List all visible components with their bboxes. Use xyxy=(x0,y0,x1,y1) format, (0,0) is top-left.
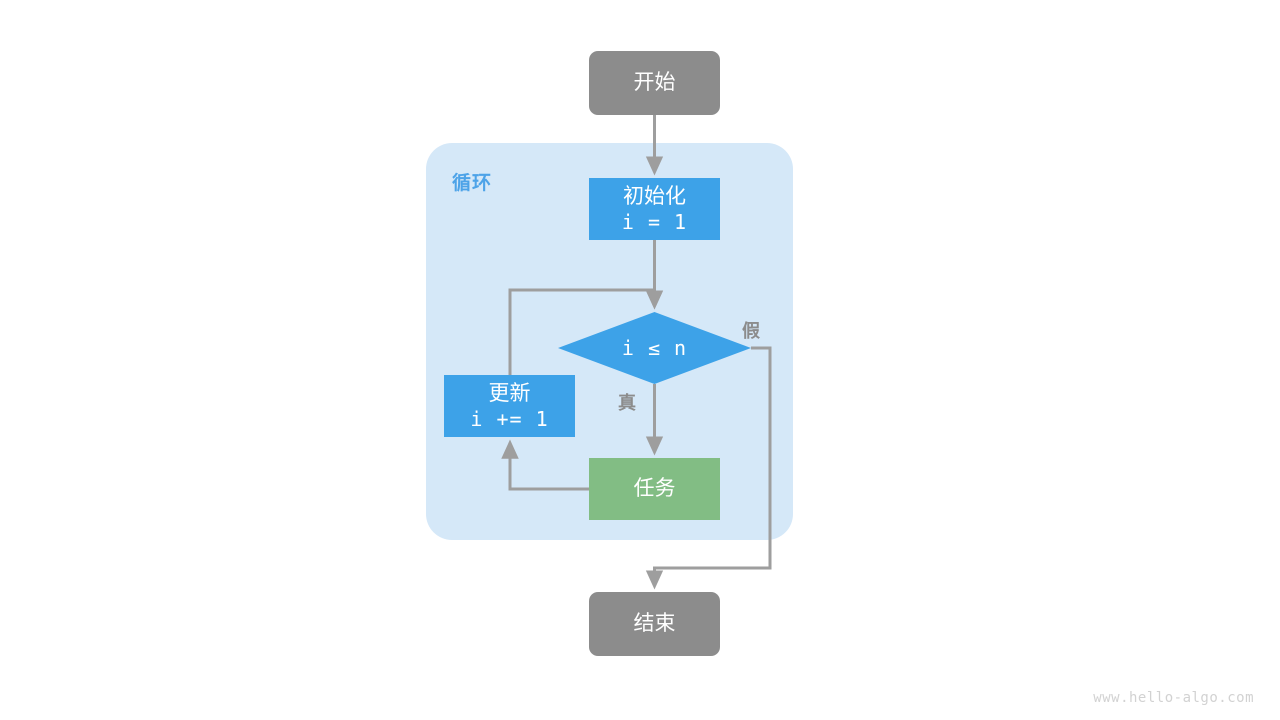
decision-diamond xyxy=(558,312,751,384)
node-condition[interactable]: i ≤ n xyxy=(558,317,751,379)
node-condition-expression: i ≤ n xyxy=(621,336,688,360)
node-start-label: 开始 xyxy=(633,71,676,95)
node-initialize[interactable]: 初始化 i = 1 xyxy=(589,178,720,240)
edge-label-false: 假 xyxy=(742,321,760,341)
node-task-label: 任务 xyxy=(633,477,676,501)
edge-task-to-update xyxy=(501,439,589,491)
node-update[interactable]: 更新 i += 1 xyxy=(444,375,575,437)
node-initialize-expression: i = 1 xyxy=(621,209,688,234)
edge-label-true: 真 xyxy=(618,393,636,413)
node-update-expression: i += 1 xyxy=(470,406,549,431)
node-end-label: 结束 xyxy=(633,612,676,636)
node-end[interactable]: 结束 xyxy=(589,592,720,656)
edge-condition-false-to-end xyxy=(645,346,772,590)
node-initialize-title: 初始化 xyxy=(623,185,686,209)
watermark: www.hello-algo.com xyxy=(1093,690,1254,706)
node-update-title: 更新 xyxy=(488,382,531,406)
node-start[interactable]: 开始 xyxy=(589,51,720,115)
edge-update-to-condition xyxy=(508,288,664,375)
loop-container-label: 循环 xyxy=(452,173,493,194)
node-task[interactable]: 任务 xyxy=(589,458,720,520)
